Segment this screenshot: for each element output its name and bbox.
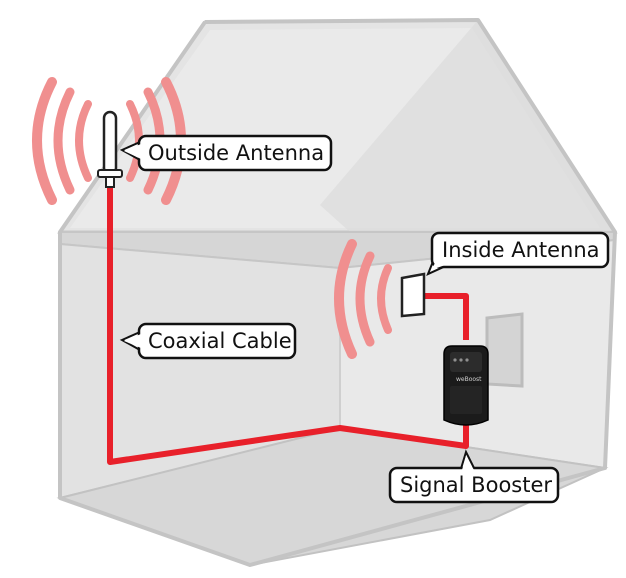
callout-inside-antenna: Inside Antenna [426, 231, 610, 276]
coaxial-cable-line [107, 178, 469, 465]
inside-signal-waves [334, 239, 392, 359]
callout-coaxial-cable: Coaxial Cable [119, 322, 297, 360]
label-signal-booster: Signal Booster [400, 473, 552, 497]
booster-brand-text: weBoost [456, 376, 482, 383]
label-coaxial-cable: Coaxial Cable [148, 329, 292, 353]
label-outside-antenna: Outside Antenna [148, 141, 324, 165]
label-inside-antenna: Inside Antenna [442, 238, 600, 262]
roof-slope [320, 20, 615, 232]
window [485, 312, 524, 388]
outside-antenna [97, 110, 123, 188]
signal-booster-device: weBoost [443, 345, 489, 426]
inside-antenna [400, 272, 426, 318]
callout-outside-antenna: Outside Antenna [119, 134, 333, 172]
house-outline [58, 18, 617, 567]
callout-signal-booster: Signal Booster [388, 449, 560, 504]
